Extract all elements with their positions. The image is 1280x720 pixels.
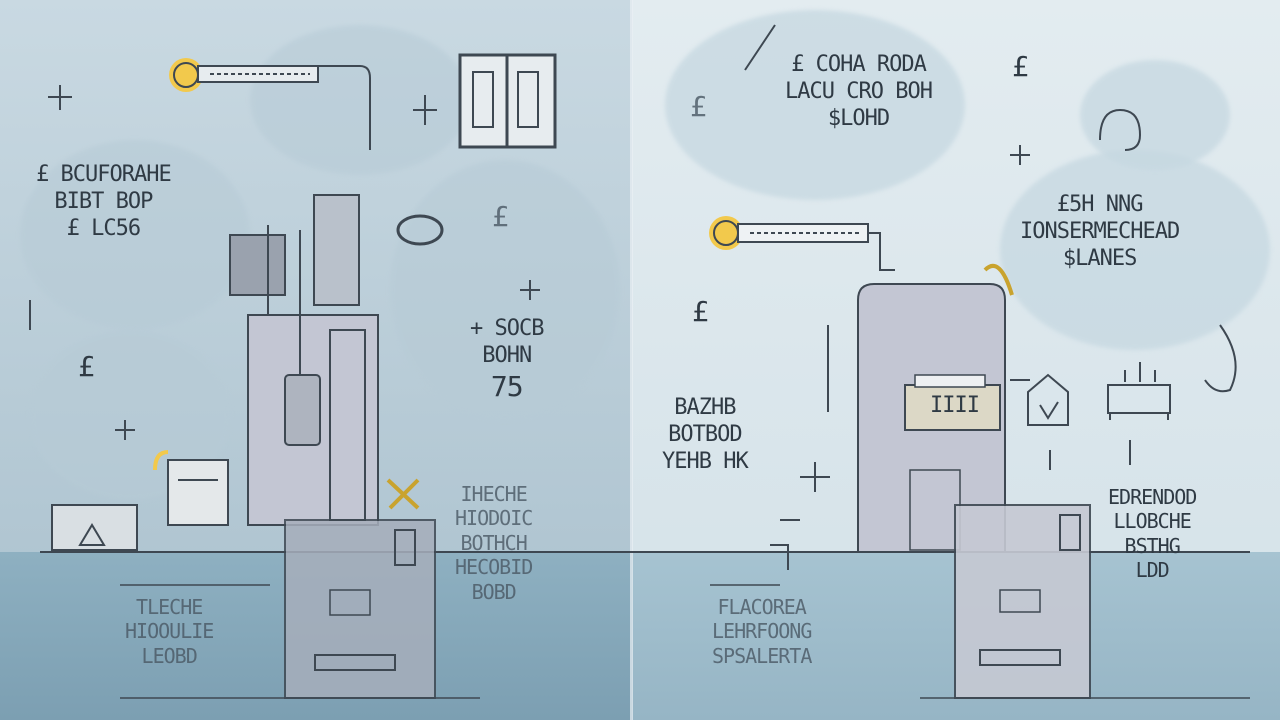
label-line: FLACOREA <box>717 595 807 619</box>
house-icon <box>1010 373 1069 426</box>
thermometer-icon <box>169 58 371 150</box>
label-line: TLECHE <box>136 595 203 619</box>
label-line: + SOCB <box>470 316 544 341</box>
sparkle-icon <box>800 145 1131 492</box>
label-line: £ BCUFORAHE <box>36 162 172 187</box>
label-left-mid: + SOCB BOHN 75 <box>470 316 544 404</box>
label-line: YEHB HK <box>662 448 749 474</box>
label-right-side: £5H NNG IONSERMECHEAD $LANES <box>1020 192 1180 272</box>
label-left-top: £ BCUFORAHE BIBT BOP £ LC56 <box>36 162 172 242</box>
label-line: BOTHCH <box>460 530 528 555</box>
mug-icon <box>51 450 229 551</box>
label-line: BAZHB <box>674 395 736 420</box>
label-line: 75 <box>490 369 524 403</box>
pound-icon: £ <box>692 295 709 328</box>
label-line: £ COHA RODA <box>791 52 927 77</box>
pound-icon: £ <box>492 200 509 233</box>
label-line: IHECHE <box>460 482 528 506</box>
cloud-shape <box>250 25 470 175</box>
radiator-icon <box>1107 362 1171 420</box>
label-right-top: £ COHA RODA LACU CRO BOH $LOHD <box>785 52 933 132</box>
label-line: BOTBOD <box>668 421 742 447</box>
label-line: IONSERMECHEAD <box>1020 218 1180 244</box>
label-line: HIOOULIE <box>125 619 214 644</box>
gauge-icon <box>396 214 444 246</box>
cloud-shape <box>20 140 250 330</box>
label-line: BOBD <box>471 579 517 604</box>
boiler-icon <box>229 194 436 699</box>
pipe-icon <box>744 24 1237 570</box>
cross-mark <box>386 478 420 510</box>
cloud-shape <box>1080 60 1230 170</box>
label-line: LEHRFOONG <box>712 619 812 644</box>
label-line: £ LC56 <box>66 215 141 241</box>
cloud-shape <box>390 160 620 420</box>
cloud-shape <box>1000 150 1270 350</box>
label-line: EDRENDOD <box>1108 485 1197 509</box>
label-left-bottom: TLECHE HIOOULIE LEOBD <box>125 595 214 668</box>
pound-icon: £ <box>78 350 95 383</box>
label-line: BSTHG <box>1124 533 1181 558</box>
boiler-icon <box>857 263 1091 699</box>
label-line: HIODOIC <box>455 506 533 531</box>
label-left-low: IHECHE HIODOIC BOTHCH HECOBID BOBD <box>455 482 533 604</box>
label-line: $LANES <box>1062 245 1137 271</box>
label-right-low: EDRENDOD LLOBCHE BSTHG LDD <box>1108 485 1197 583</box>
label-line: LEOBD <box>141 643 198 668</box>
label-line: SPSALERTA <box>712 643 812 668</box>
bar-readout: IIII <box>930 393 980 418</box>
sparkle-icon <box>29 85 540 440</box>
label-line: LACU CRO BOH <box>785 78 933 104</box>
label-line: BIBT BOP <box>54 188 153 214</box>
label-right-mid: BAZHB BOTBOD YEHB HK <box>662 395 749 475</box>
label-line: £5H NNG <box>1056 192 1144 217</box>
cloud-shape <box>665 10 965 200</box>
thermometer-icon <box>709 216 895 271</box>
pound-icon: £ <box>690 90 707 123</box>
label-line: LDD <box>1135 558 1170 583</box>
label-right-bottom: FLACOREA LEHRFOONG SPSALERTA <box>712 595 812 668</box>
pound-icon: £ <box>1012 50 1029 83</box>
label-line: LLOBCHE <box>1113 509 1192 534</box>
radiator-icon <box>458 53 557 149</box>
label-line: BOHN <box>482 342 532 368</box>
panel-divider <box>630 0 633 720</box>
label-line: HECOBID <box>455 555 533 580</box>
label-line: $LOHD <box>827 105 890 131</box>
